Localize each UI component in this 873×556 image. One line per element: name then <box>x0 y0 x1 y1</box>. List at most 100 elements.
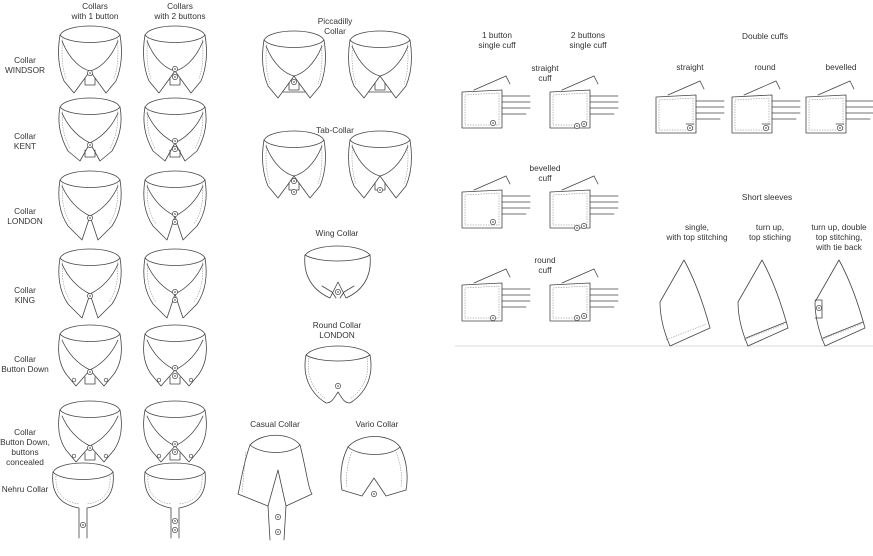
collar-button-down-1-button <box>58 324 122 387</box>
short-sleeve-tie-back-drawing <box>814 259 866 347</box>
label-line: KENT <box>13 141 37 151</box>
collar-nehru-1-button <box>52 462 114 539</box>
label-line: Round Collar <box>312 320 362 330</box>
wing-collar-drawing <box>304 245 371 299</box>
collar-nehru-label: Nehru Collar <box>0 484 50 494</box>
header-line: single cuff <box>569 40 607 50</box>
collars-1-button-header: Collars with 1 button <box>60 1 130 21</box>
collar-king-1-button <box>58 248 122 319</box>
label-line: Button Down, <box>0 437 50 447</box>
header-line: Collars <box>167 1 193 11</box>
collar-king-2-buttons <box>143 248 207 319</box>
collar-kent-2-buttons <box>143 97 207 162</box>
cuff-round-1-button <box>461 268 531 322</box>
short-sleeve-single-label: single, with top stitching <box>652 222 742 242</box>
label-line: bevelled <box>529 163 561 173</box>
short-sleeve-single-drawing <box>659 259 711 347</box>
collars-2-buttons-header: Collars with 2 buttons <box>140 1 220 21</box>
collar-button-down-concealed-label: Collar Button Down, buttons concealed <box>0 427 50 467</box>
label-line: single, <box>685 222 709 232</box>
label-line: LONDON <box>7 216 43 226</box>
double-cuff-bevelled-drawing <box>805 80 873 134</box>
label-line: cuff <box>538 173 552 183</box>
short-sleeve-tie-back-label: turn up, double top stitching, with tie … <box>805 222 873 252</box>
label-line: Button Down <box>1 364 49 374</box>
cuff-straight-2-buttons <box>549 75 619 130</box>
label-line: Collar <box>14 285 36 295</box>
label-line: Collar <box>14 131 36 141</box>
label-line: with top stitching <box>666 232 728 242</box>
short-sleeve-turn-up-label: turn up, top stiching <box>730 222 810 242</box>
label-line: with tie back <box>816 242 862 252</box>
label-line: Collar <box>324 26 346 36</box>
header-line: 1 button <box>482 30 512 40</box>
header-line: single cuff <box>478 40 516 50</box>
collar-nehru-2-buttons <box>144 462 206 539</box>
double-cuff-round-drawing <box>731 80 801 134</box>
cuff-round-2-buttons <box>549 268 619 322</box>
label-line: WINDSOR <box>4 65 46 75</box>
label-line: top stitching, <box>815 232 863 242</box>
title-line: Double cuffs <box>742 31 788 41</box>
label-line: Casual Collar <box>250 419 300 429</box>
cuff-bevelled-2-buttons <box>549 175 619 232</box>
label-line: round <box>534 255 556 265</box>
collar-king-label: Collar KING <box>0 285 50 305</box>
label-line: concealed <box>6 457 44 467</box>
label-line: straight <box>531 63 559 73</box>
short-sleeve-turn-up-drawing <box>737 259 789 347</box>
collar-kent-1-button <box>58 97 122 162</box>
collar-london-label: Collar LONDON <box>0 206 50 226</box>
double-cuff-straight-drawing <box>655 80 725 134</box>
title-line: Short sleeves <box>741 192 793 202</box>
label-line: top stiching <box>749 232 791 242</box>
double-cuff-straight-label: straight <box>660 62 720 72</box>
collar-button-down-concealed-2-buttons <box>143 400 207 463</box>
tab-collar-drawing <box>262 130 412 199</box>
header-line: with 2 buttons <box>154 11 206 21</box>
bevelled-cuff-label: bevelled cuff <box>515 163 575 183</box>
collar-windsor-label: Collar WINDSOR <box>0 55 50 75</box>
collar-windsor-1-button <box>58 25 122 94</box>
double-cuff-bevelled-label: bevelled <box>813 62 869 72</box>
collar-kent-label: Collar KENT <box>0 131 50 151</box>
label-line: straight <box>676 62 704 72</box>
short-sleeves-title: Short sleeves <box>722 192 812 202</box>
round-cuff-label: round cuff <box>515 255 575 275</box>
casual-collar-label: Casual Collar <box>240 419 310 429</box>
cuff-2-buttons-header: 2 buttons single cuff <box>553 30 623 50</box>
label-line: KING <box>14 295 36 305</box>
straight-cuff-label: straight cuff <box>515 63 575 83</box>
label-line: Nehru Collar <box>1 484 49 494</box>
label-line: cuff <box>538 73 552 83</box>
wing-collar-label: Wing Collar <box>297 228 377 238</box>
tab-collar-label: Tab-Collar <box>295 125 375 135</box>
collar-london-1-button <box>58 170 122 241</box>
collar-windsor-2-buttons <box>143 25 207 94</box>
label-line: Collar <box>14 206 36 216</box>
double-cuff-round-label: round <box>740 62 790 72</box>
label-line: Collar <box>14 55 36 65</box>
round-collar-london-drawing <box>304 345 372 404</box>
vario-collar-drawing <box>340 436 408 498</box>
round-collar-london-label: Round Collar LONDON <box>297 320 377 340</box>
header-line: Collars <box>82 1 108 11</box>
cuff-bevelled-1-button <box>461 175 531 229</box>
label-line: Tab-Collar <box>316 125 354 135</box>
label-line: cuff <box>538 265 552 275</box>
header-line: with 1 button <box>71 11 119 21</box>
label-line: Piccadilly <box>317 16 353 26</box>
label-line: Collar <box>14 427 36 437</box>
collar-london-2-buttons <box>143 170 207 241</box>
vario-collar-label: Vario Collar <box>342 419 412 429</box>
double-cuffs-title: Double cuffs <box>720 31 810 41</box>
casual-collar-drawing <box>237 434 313 541</box>
collar-button-down-concealed-1-button <box>58 400 122 463</box>
collar-button-down-2-buttons <box>143 324 207 387</box>
label-line: round <box>754 62 776 72</box>
cuff-straight-1-button <box>461 75 531 129</box>
label-line: bevelled <box>825 62 857 72</box>
header-line: 2 buttons <box>570 30 606 40</box>
cuff-1-button-header: 1 button single cuff <box>462 30 532 50</box>
label-line: Collar <box>14 354 36 364</box>
